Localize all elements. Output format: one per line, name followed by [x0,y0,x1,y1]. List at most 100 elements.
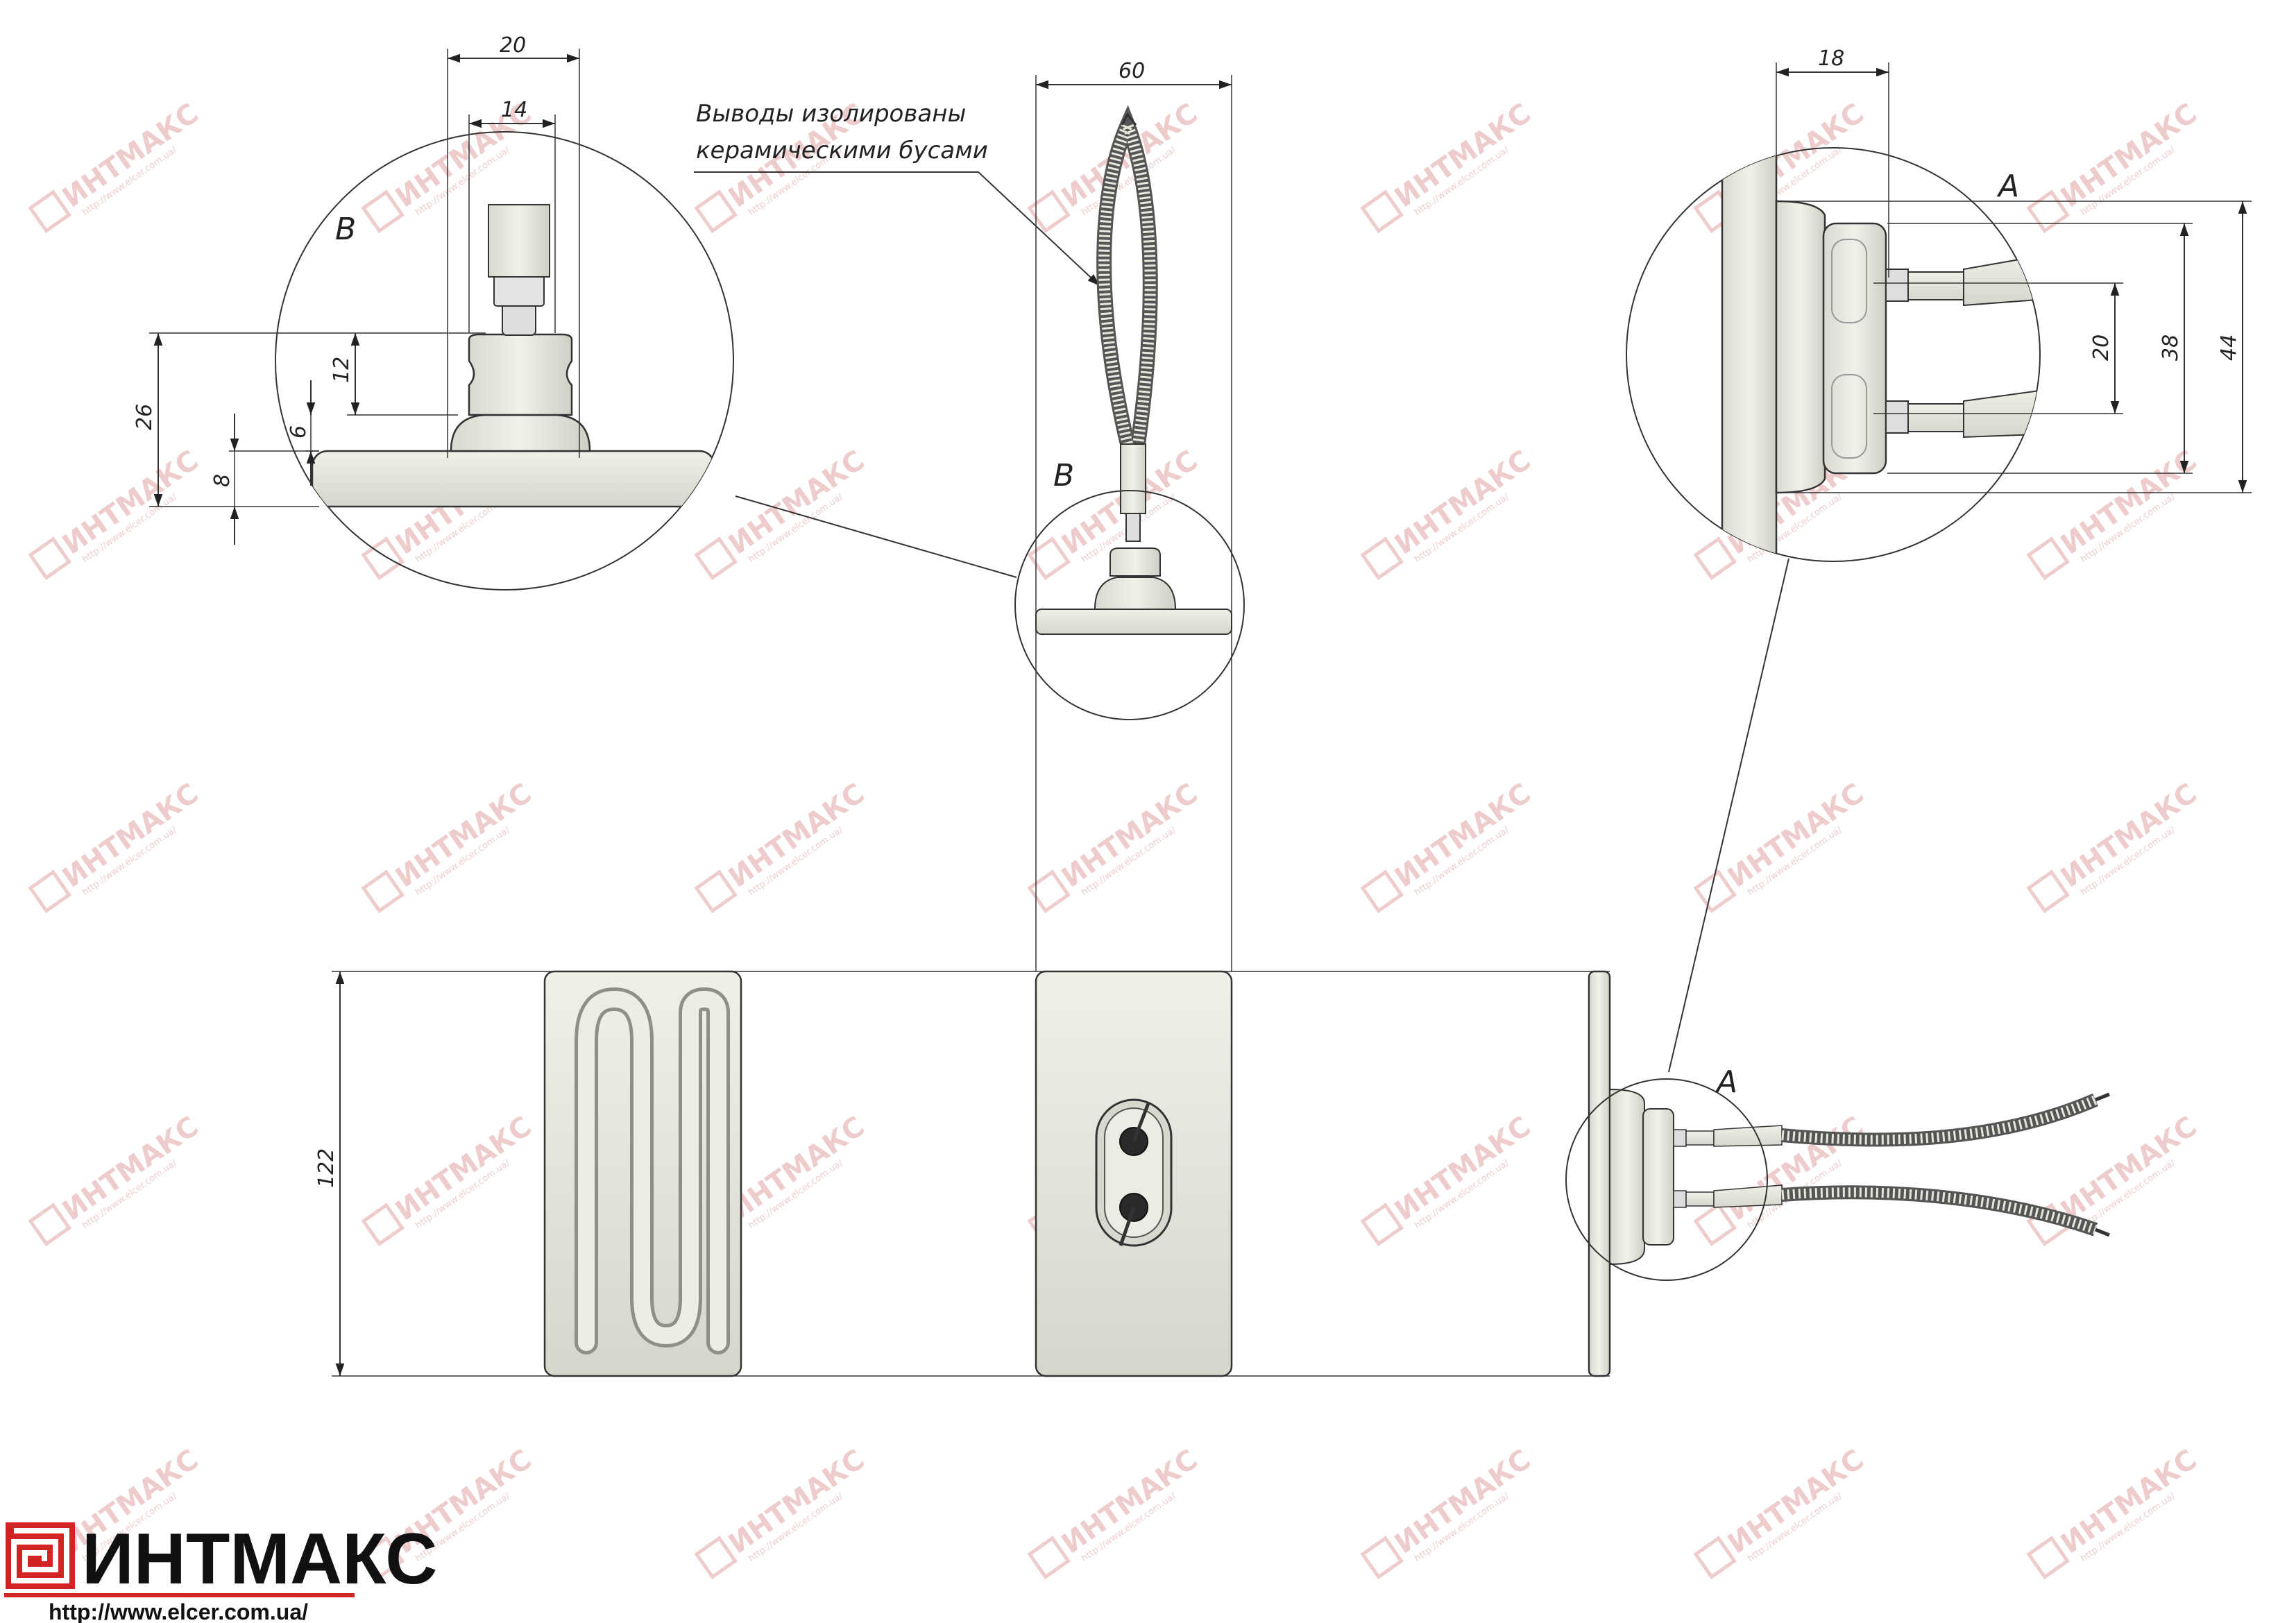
front-views: 122 A [314,970,2110,1377]
serpentine-heater-groove [578,991,726,1351]
watermark-mark-icon [694,869,738,914]
detail-view-a: A 18 20 38 44 [1626,46,2252,1073]
watermark-mark-icon [361,1203,405,1247]
watermark-mark-icon [1027,189,1071,234]
watermark-mark-icon [2026,189,2070,234]
dim-44-text: 44 [2217,334,2241,361]
detail-a-label: A [1996,169,2019,204]
watermark-text: ИНТМАКС [1722,777,1869,894]
watermark-text: ИНТМАКС [1389,444,1536,561]
watermark-mark-icon [1360,869,1404,914]
note-line-1: Выводы изолированы [696,100,966,128]
detail-b-label: B [335,212,356,247]
watermark-text: ИНТМАКС [2055,1443,2202,1560]
watermark-text: ИНТМАКС [57,777,204,894]
watermark-text: ИНТМАКС [723,777,870,894]
watermark-mark-icon [361,189,405,234]
watermark-mark-icon [2026,1536,2070,1580]
dim-8-text: 8 [210,474,235,487]
watermark-mark-icon [1693,536,1737,581]
side-view: 60 Выводы изолированы керамическими буса… [694,59,1245,971]
dim-60-text: 60 [1119,59,1145,83]
watermark-mark-icon [1027,536,1071,581]
watermark-text: ИНТМАКС [723,1110,870,1227]
dim-6-text: 6 [287,425,311,439]
watermark-mark-icon [1027,869,1071,914]
detail-b-pin-sleeve [493,273,545,307]
watermark-mark-icon [1360,1536,1404,1580]
detail-b-pin-collar [502,303,536,336]
detail-a-leader [1668,558,1789,1073]
detail-a-upper-sleeve [1963,248,2040,307]
edge-detail-a-label: A [1715,1064,1737,1100]
dim-38-text: 38 [2159,334,2183,361]
watermark-text: ИНТМАКС [390,1110,537,1227]
watermark-mark-icon [1693,869,1737,914]
watermark-text: ИНТМАКС [1389,97,1536,214]
detail-b-circle [275,131,734,590]
watermark-mark-icon [28,536,72,581]
watermark-mark-icon [1693,1203,1737,1247]
watermark-text: ИНТМАКС [2055,97,2202,214]
side-insulator [1109,547,1161,577]
dim-12-text: 12 [330,357,354,383]
watermark-text: ИНТМАКС [2055,777,2202,894]
logo-url: http://www.elcer.com.ua/ [49,1599,308,1623]
watermark-mark-icon [28,189,72,234]
watermark-text: ИНТМАКС [1389,1443,1536,1560]
watermark-text: ИНТМАКС [1389,1110,1536,1227]
dim-14-text: 14 [501,98,527,122]
detail-view-b: B 20 14 26 12 6 8 [133,33,1017,590]
side-detail-b-label: B [1053,458,1074,493]
watermark-mark-icon [1693,1536,1737,1580]
watermark-mark-icon [28,1203,72,1247]
watermark-text: ИНТМАКС [390,777,537,894]
watermark-mark-icon [361,1536,405,1580]
detail-b-neck [468,333,573,416]
dim-122-text: 122 [314,1148,339,1188]
watermark-text: ИНТМАКС [2055,1110,2202,1227]
watermark-mark-icon [28,869,72,914]
watermark-mark-icon [694,1536,738,1580]
edge-lower-lead [1781,1187,2098,1234]
edge-view-plate [1588,970,1611,1377]
side-detail-b-circle [1014,490,1245,720]
watermark-text: ИНТМАКС [57,444,204,561]
watermark-mark-icon [1360,536,1404,581]
watermark-text: ИНТМАКС [723,1443,870,1560]
watermark-mark-icon [361,869,405,914]
watermark-mark-icon [2026,536,2070,581]
watermark-mark-icon [694,536,738,581]
watermark-text: ИНТМАКС [723,444,870,561]
watermark-mark-icon [2026,869,2070,914]
watermark-text: ИНТМАКС [1722,1443,1869,1560]
edge-detail-a-circle [1565,1078,1768,1281]
dim-20-text: 20 [500,33,526,58]
logo-mark-icon [6,1522,75,1589]
watermark-text: ИНТМАКС [1056,1443,1203,1560]
watermark-mark-icon [1360,189,1404,234]
edge-upper-lead [1781,1095,2098,1145]
detail-b-plate [311,450,716,508]
watermark-text: ИНТМАКС [57,1110,204,1227]
dim-pin-20-text: 20 [2089,334,2114,361]
